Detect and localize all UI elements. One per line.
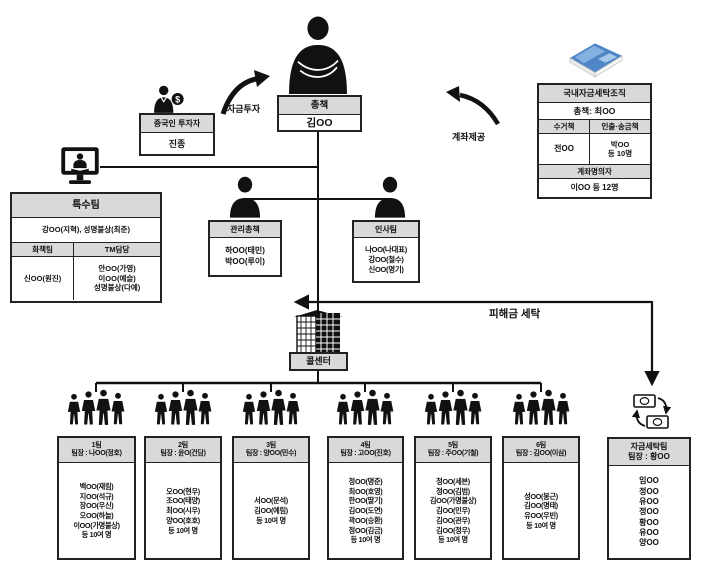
building-icon — [294, 310, 342, 354]
account-holder-value: 이OO 등 12명 — [570, 182, 619, 192]
collector-value: 전OO — [539, 134, 591, 165]
boss-name: 김OO — [306, 116, 333, 129]
domestic-laundering-chief: 총책: 최OO — [539, 103, 650, 120]
special-team-members: 강OO(지혁), 성명불상(최준) — [12, 218, 160, 243]
domestic-laundering-box: 국내자금세탁조직 총책: 최OO 수거책 인출·송금책 전OO 박OO 등 10… — [537, 83, 652, 199]
hr-members: 나OO(나대표) 강OO(철수) 신OO(명기) — [365, 244, 407, 275]
laundering-flow-arrow — [293, 294, 660, 387]
call-center-label: 콜센터 — [306, 356, 331, 367]
team-box-2: 2팀 팀장 : 윤O(건담) 오OO(현우) 조OO(태양) 최OO(시우) 양… — [144, 436, 222, 560]
team-members: 정OO(명준) 최OO(호영) 한OO(딸기) 김OO(도연) 곽OO(승환) … — [348, 476, 383, 545]
withdraw-value: 박OO 등 10명 — [590, 134, 650, 165]
team-group-icon — [239, 390, 303, 430]
special-team-box: 특수팀 강OO(지혁), 성명불상(최준) 화책팀 TM담당 신OO(원진) 안… — [10, 192, 162, 303]
team-box-1: 1팀 팀장 : 나OO(정호) 백OO(재림) 지OO(석규) 장OO(우신) … — [57, 436, 136, 560]
special-sub2-value: 안OO(가영) 이OO(예슬) 성명불상(다예) — [93, 264, 141, 293]
team-members: 오OO(현우) 조OO(태양) 최OO(시우) 양OO(호호) 등 10여 명 — [166, 486, 200, 535]
team-box-6: 6팀 팀장 : 김OO(이삼) 성OO(봉근) 김OO(명태) 유OO(우빈) … — [502, 436, 580, 560]
special-sub1-value: 신OO(원진) — [12, 257, 75, 300]
investor-title: 중국인 투자자 — [141, 115, 213, 133]
team-title: 4팀 — [360, 441, 371, 449]
computer-icon — [61, 147, 99, 185]
team-members: 정OO(세븐) 정OO(김범) 김OO(가명불상) 김OO(민우) 김OO(관우… — [429, 476, 477, 545]
manager-person-icon — [229, 176, 261, 218]
laundering-team-title: 자금세탁팀 — [630, 442, 668, 452]
investor-icon: $ — [154, 85, 184, 113]
management-box: 관리총책 하OO(태민) 박OO(루이) — [208, 220, 282, 277]
team-members: 성OO(봉근) 김OO(명태) 유OO(우빈) 등 10여 명 — [524, 491, 558, 530]
money-cycle-icon — [631, 394, 672, 429]
account-provide-label: 계좌제공 — [452, 132, 486, 142]
fund-invest-label: 자금투자 — [227, 104, 261, 114]
hr-title: 인사팀 — [354, 222, 418, 238]
team-members: 백OO(재림) 지OO(석규) 장OO(우신) 오OO(하늘) 이OO(가명불상… — [73, 481, 120, 540]
team-title: 5팀 — [448, 441, 458, 449]
investor-box: 중국인 투자자 진종 — [139, 113, 215, 156]
team-group-icon — [421, 390, 485, 430]
team-box-3: 3팀 팀장 : 양OO(민수) 서OO(문석) 김OO(예림) 등 10여 명 — [232, 436, 310, 560]
special-sub1-header: 화책팀 — [12, 243, 75, 257]
team-box-5: 5팀 팀장 : 주OO(기철) 정OO(세븐) 정OO(김범) 김OO(가명불상… — [414, 436, 492, 560]
laundering-team-box: 자금세탁팀 팀장 : 황OO 임OO 정OO 유OO 정OO 황OO 유OO 양… — [607, 437, 691, 560]
team-title: 6팀 — [536, 441, 546, 449]
team-group-icon — [509, 390, 573, 430]
bankbook-icon — [569, 43, 623, 78]
team-members: 서OO(문석) 김OO(예림) 등 10여 명 — [254, 496, 288, 525]
team-leader: 팀장 : 윤O(건담) — [160, 450, 206, 457]
special-sub2-header: TM담당 — [74, 243, 160, 257]
victim-laundering-label: 피해금 세탁 — [489, 308, 541, 320]
boss-silhouette-icon — [289, 16, 347, 94]
special-team-title: 특수팀 — [12, 194, 160, 218]
hr-box: 인사팀 나OO(나대표) 강OO(철수) 신OO(명기) — [352, 220, 420, 283]
management-title: 관리총책 — [210, 222, 280, 238]
laundering-team-members: 임OO 정OO 유OO 정OO 황OO 유OO 양OO — [639, 476, 659, 548]
team-title: 2팀 — [178, 441, 188, 449]
team-group-icon — [64, 390, 128, 430]
team-leader: 팀장 : 김OO(이삼) — [515, 450, 567, 457]
management-members: 하OO(태민) 박OO(루이) — [225, 246, 265, 266]
team-group-icon — [333, 390, 397, 430]
boss-box: 총책 김OO — [277, 95, 362, 132]
boss-title: 총책 — [279, 97, 360, 115]
fund-invest-arrow — [220, 70, 270, 115]
domestic-laundering-title: 국내자금세탁조직 — [539, 85, 650, 103]
hr-person-icon — [374, 176, 406, 218]
team-box-4: 4팀 팀장 : 고OO(진호) 정OO(명준) 최OO(호영) 한OO(딸기) … — [327, 436, 404, 560]
withdraw-header: 인출·송금책 — [590, 120, 650, 134]
team-leader: 팀장 : 양OO(민수) — [245, 450, 297, 457]
account-provide-arrow — [446, 86, 500, 126]
account-holder-header: 계좌명의자 — [539, 165, 650, 179]
team-leader: 팀장 : 나OO(정호) — [71, 450, 122, 457]
team-leader: 팀장 : 고OO(진호) — [340, 450, 391, 457]
team-group-icon — [151, 390, 215, 430]
team-title: 3팀 — [266, 441, 276, 449]
team-leader: 팀장 : 주OO(기철) — [427, 450, 479, 457]
collector-header: 수거책 — [539, 120, 591, 134]
call-center-box: 콜센터 — [289, 352, 348, 371]
investor-name: 진종 — [168, 138, 186, 149]
laundering-team-leader: 팀장 : 황OO — [628, 452, 670, 461]
team-title: 1팀 — [91, 441, 102, 449]
svg-text:$: $ — [175, 94, 180, 104]
